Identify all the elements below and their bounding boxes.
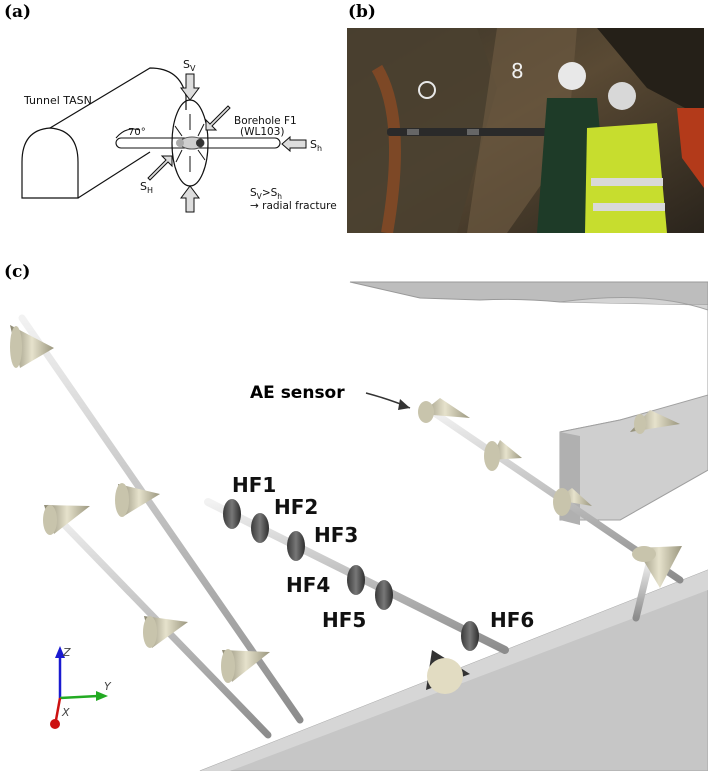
ring-hf1 xyxy=(223,499,241,529)
hf-labels: HF1 HF2 HF3 HF4 HF5 HF6 xyxy=(232,473,534,632)
hf-label-1: HF1 xyxy=(232,473,276,497)
cone-11-base xyxy=(427,658,463,694)
ae-sensors xyxy=(10,325,682,694)
sh-min-label: Sh xyxy=(310,138,322,153)
ring-hf3 xyxy=(287,531,305,561)
hf-label-6: HF6 xyxy=(490,608,534,632)
ring-hf2 xyxy=(251,513,269,543)
ae-sensor-label: AE sensor xyxy=(250,383,345,403)
ring-hf6 xyxy=(461,621,479,651)
sh-max-arrow-left xyxy=(147,155,173,181)
y-axis xyxy=(59,694,99,700)
x-axis-label: X xyxy=(61,706,70,719)
z-axis-label: Z xyxy=(62,646,71,659)
hf-label-5: HF5 xyxy=(322,608,366,632)
panel-b-label: (b) xyxy=(348,2,376,22)
panel-a-label: (a) xyxy=(4,2,32,22)
tunnel-label: Tunnel TASN xyxy=(23,94,92,107)
sh-min-arrow xyxy=(281,135,307,153)
sh-max-arrow-right xyxy=(205,105,231,131)
sv-arrow-bottom xyxy=(180,185,200,213)
borehole-label-line2: (WL103) xyxy=(240,126,284,138)
condition-line1: SV>Sh xyxy=(250,187,282,201)
field-photo: 8 xyxy=(347,28,704,233)
ring-hf4 xyxy=(347,565,365,595)
angle-label: 70° xyxy=(128,127,146,138)
ring-hf5 xyxy=(375,580,393,610)
borehole-label-line1: Borehole F1 xyxy=(234,115,297,127)
condition-line2: → radial fracture xyxy=(250,200,337,212)
axis-triad: Z Y X xyxy=(50,646,112,729)
radial-arrows xyxy=(174,114,206,172)
hf-label-2: HF2 xyxy=(274,495,318,519)
sv-label: SV xyxy=(183,58,196,73)
cone-2 xyxy=(118,484,160,516)
panel-a-diagram: Tunnel TASN 70° SV SH Sh Borehole F1 (WL… xyxy=(21,58,337,213)
fracture-rings xyxy=(223,499,479,651)
angle-arc xyxy=(115,128,141,139)
y-axis-label: Y xyxy=(104,680,112,693)
svg-text:8: 8 xyxy=(511,59,524,83)
sh-max-label: SH xyxy=(140,180,153,195)
hf-label-3: HF3 xyxy=(314,523,358,547)
tunnel-shape xyxy=(21,67,187,199)
x-axis xyxy=(54,697,62,721)
hf-label-4: HF4 xyxy=(286,573,330,597)
panel-c-label: (c) xyxy=(4,262,31,282)
sv-arrow-top xyxy=(180,73,200,101)
borehole-shape xyxy=(115,136,281,150)
